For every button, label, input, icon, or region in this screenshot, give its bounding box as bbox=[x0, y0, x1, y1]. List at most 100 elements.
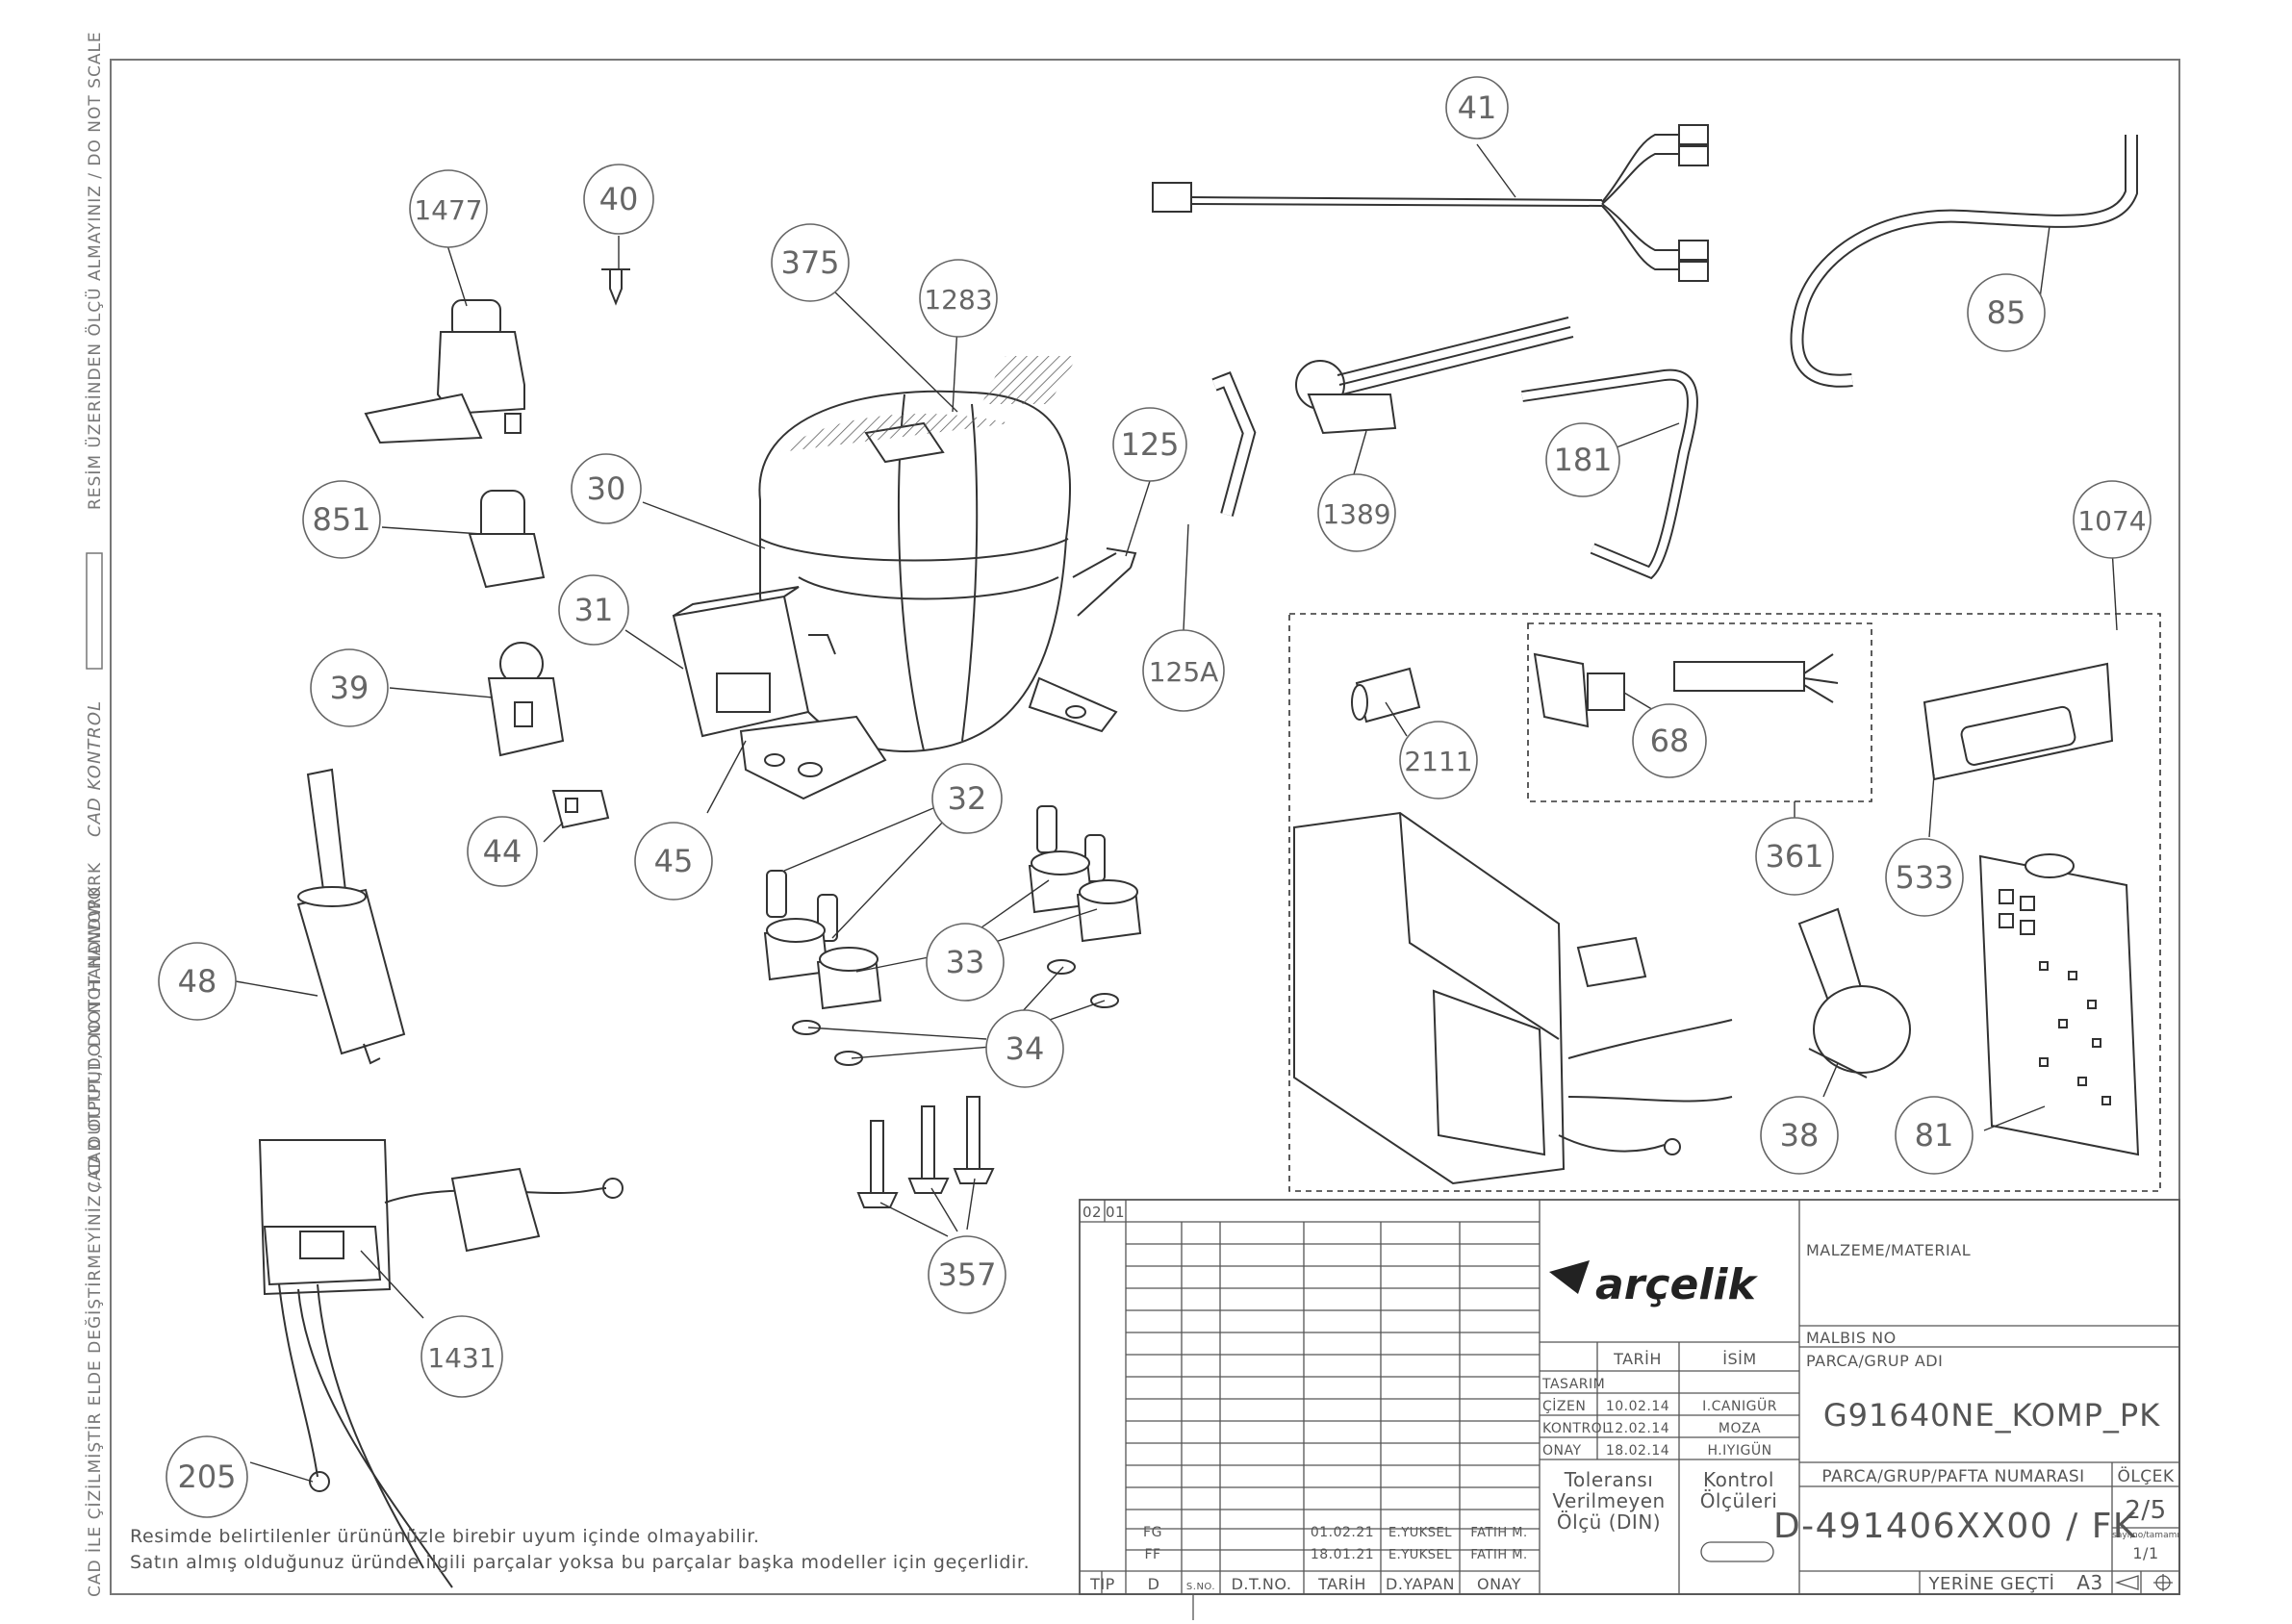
callout-circle bbox=[571, 453, 642, 524]
pcb-81 bbox=[1978, 853, 2140, 1156]
sign-date-header: TARİH bbox=[1613, 1350, 1662, 1368]
sign-role: KONTROL bbox=[1542, 1421, 1611, 1436]
compressor bbox=[672, 356, 1137, 800]
rev-approved: FATIH M. bbox=[1470, 1526, 1527, 1540]
callout-label: 85 bbox=[1987, 294, 2026, 331]
callout-label: 68 bbox=[1650, 723, 1690, 759]
callout-label: 38 bbox=[1780, 1117, 1820, 1154]
sign-name-header: İSİM bbox=[1722, 1350, 1756, 1368]
callout-label: 357 bbox=[937, 1256, 996, 1293]
protector-assembly-1431 bbox=[258, 1139, 624, 1588]
note-line-1: Resimde belirtilenler ürününüzle birebir… bbox=[130, 1526, 760, 1547]
callout-circle bbox=[1760, 1096, 1839, 1175]
sensor-38 bbox=[1797, 907, 1911, 1078]
format-value: A3 bbox=[2076, 1571, 2102, 1594]
callout-circle bbox=[1967, 273, 2046, 352]
callout-circle bbox=[1445, 76, 1509, 140]
callout-circle bbox=[583, 164, 654, 235]
rev-col-02: 02 bbox=[1082, 1204, 1102, 1221]
sign-name: H.IYIGÜN bbox=[1707, 1441, 1771, 1459]
callout-label: 181 bbox=[1553, 442, 1612, 478]
callout-851: 851 bbox=[302, 480, 381, 559]
callout-48: 48 bbox=[158, 942, 237, 1021]
rev-by: E.YUKSEL bbox=[1388, 1526, 1452, 1540]
tolerance-line: Verilmeyen bbox=[1552, 1489, 1665, 1512]
callout-label: 33 bbox=[946, 944, 985, 980]
callout-circle bbox=[409, 169, 488, 248]
callout-circle bbox=[1632, 703, 1707, 778]
harness-41 bbox=[1152, 124, 1709, 282]
lamp-68 bbox=[1533, 652, 1839, 728]
callout-39: 39 bbox=[310, 648, 389, 727]
sleeves-32 bbox=[766, 805, 1106, 942]
callout-label: 533 bbox=[1895, 859, 1953, 896]
header-2: S.NO. bbox=[1186, 1582, 1215, 1592]
callout-1389: 1389 bbox=[1317, 473, 1396, 552]
callout-44: 44 bbox=[467, 816, 538, 887]
callout-label: 1389 bbox=[1322, 498, 1390, 530]
callout-circle bbox=[467, 816, 538, 887]
ferrite-2111 bbox=[1351, 667, 1421, 723]
callout-label: 44 bbox=[483, 833, 522, 870]
callout-circle bbox=[302, 480, 381, 559]
callout-circle bbox=[1399, 721, 1478, 799]
control-line-1: Kontrol bbox=[1703, 1468, 1774, 1491]
arcelik-logo: arçelik bbox=[1549, 1260, 1758, 1309]
callout-label: 1283 bbox=[924, 284, 992, 316]
callout-circle bbox=[985, 1009, 1064, 1088]
starter-851 bbox=[468, 490, 546, 589]
rev-by: E.YUKSEL bbox=[1388, 1548, 1452, 1562]
callout-circle bbox=[1895, 1096, 1974, 1175]
brand-name: arçelik bbox=[1595, 1260, 1758, 1309]
callout-181: 181 bbox=[1545, 422, 1620, 497]
callout-label: 125 bbox=[1120, 426, 1179, 463]
callout-label: 1431 bbox=[427, 1342, 496, 1374]
header-3: D.T.NO. bbox=[1232, 1575, 1292, 1593]
callout-circle bbox=[1885, 838, 1964, 917]
callout-label: 32 bbox=[948, 780, 987, 817]
callout-circle bbox=[931, 763, 1003, 834]
callout-375: 375 bbox=[771, 223, 850, 302]
callout-label: 205 bbox=[177, 1459, 236, 1495]
overload-39 bbox=[487, 642, 565, 757]
group-name: G91640NE_KOMP_PK bbox=[1823, 1397, 2160, 1434]
part-number: D-491406XX00 / FK bbox=[1773, 1507, 2137, 1546]
callout-361: 361 bbox=[1755, 817, 1834, 896]
callout-circle bbox=[1112, 407, 1187, 482]
callout-33: 33 bbox=[926, 923, 1005, 1002]
callout-1074: 1074 bbox=[2073, 480, 2152, 559]
replaces-label: YERİNE GEÇTİ bbox=[1928, 1574, 2055, 1594]
header-0: TIP bbox=[1089, 1575, 1115, 1593]
margin-cad-control: CAD KONTROL bbox=[85, 700, 105, 837]
tolerance-line: Ölçü (DIN) bbox=[1557, 1510, 1661, 1534]
relay-1477 bbox=[364, 299, 525, 444]
sign-date: 10.02.14 bbox=[1606, 1399, 1669, 1414]
callout-41: 41 bbox=[1445, 76, 1509, 140]
callout-circle bbox=[158, 942, 237, 1021]
callout-68: 68 bbox=[1632, 703, 1707, 778]
scale-value: 2/5 bbox=[2125, 1496, 2166, 1525]
sign-name: MOZA bbox=[1719, 1421, 1761, 1436]
callout-32: 32 bbox=[931, 763, 1003, 834]
rev-code: FF bbox=[1144, 1547, 1160, 1562]
pin-40 bbox=[601, 268, 630, 306]
callout-label: 1074 bbox=[2077, 505, 2146, 537]
electronic-housing bbox=[1293, 811, 1733, 1185]
callout-circle bbox=[634, 822, 713, 901]
callout-81: 81 bbox=[1895, 1096, 1974, 1175]
tube-181 bbox=[1521, 368, 1698, 580]
rev-code: FG bbox=[1143, 1525, 1162, 1540]
rev-date: 01.02.21 bbox=[1311, 1525, 1374, 1540]
callout-125A: 125A bbox=[1142, 629, 1225, 712]
sign-role: TASARIM bbox=[1541, 1377, 1605, 1392]
sign-name: I.CANIGÜR bbox=[1702, 1397, 1777, 1414]
callout-circle bbox=[926, 923, 1005, 1002]
callout-30: 30 bbox=[571, 453, 642, 524]
clip-44 bbox=[551, 790, 610, 829]
callout-circle bbox=[2073, 480, 2152, 559]
sheet-label: sayı,no/tamamı bbox=[2112, 1531, 2179, 1540]
rev-approved: FATIH M. bbox=[1470, 1548, 1527, 1562]
callout-circle bbox=[420, 1315, 503, 1398]
callout-label: 125A bbox=[1149, 656, 1219, 688]
